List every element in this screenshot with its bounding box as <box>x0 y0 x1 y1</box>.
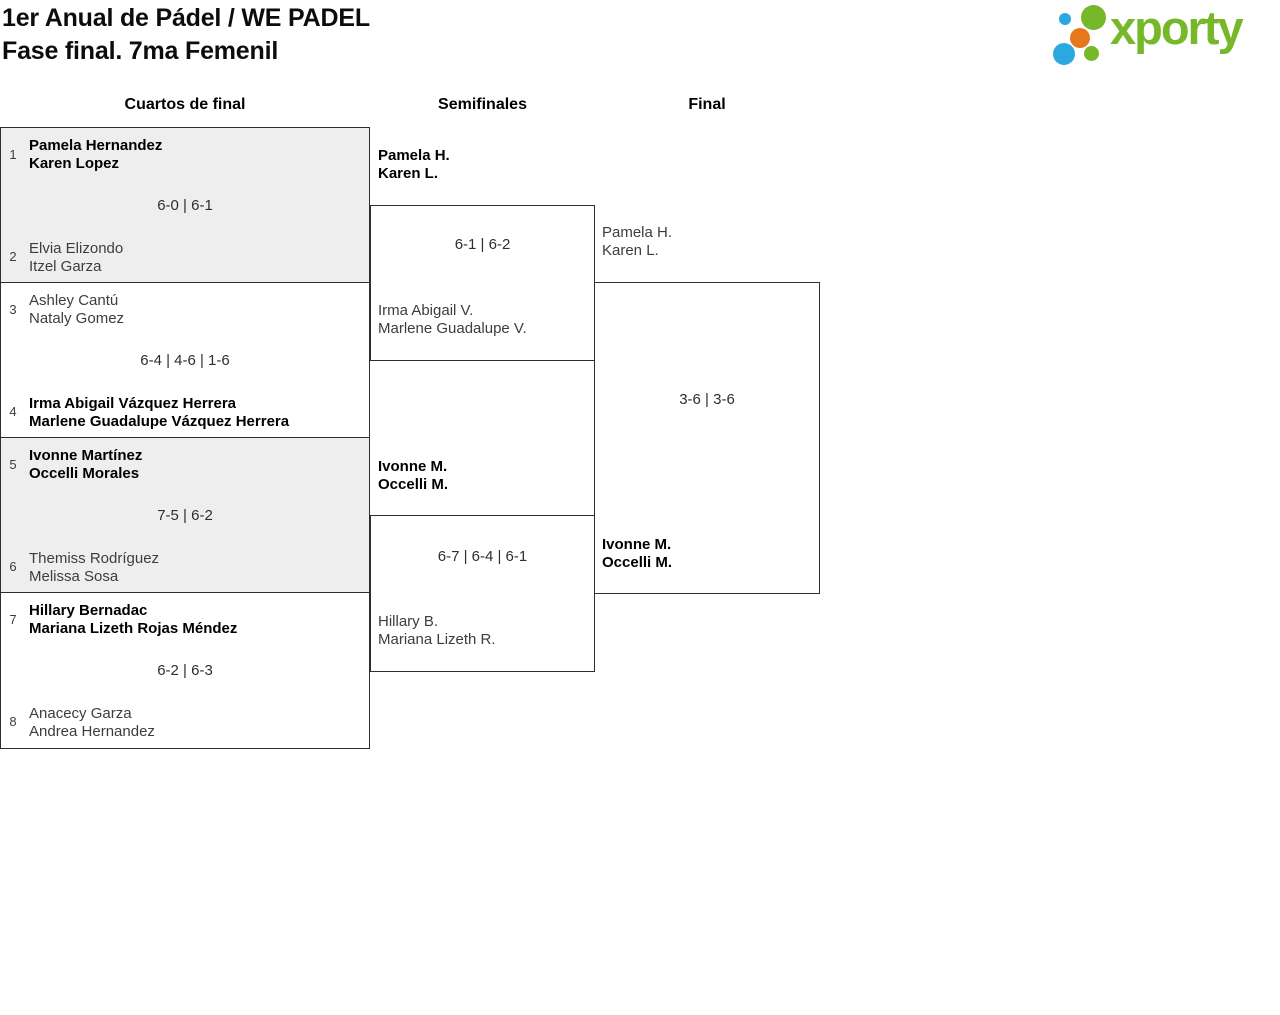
match-score: 3-6 | 3-6 <box>679 391 735 408</box>
player-name: Melissa Sosa <box>29 568 119 585</box>
seed-number: 1 <box>9 147 17 162</box>
player-name: Pamela Hernandez <box>29 137 163 154</box>
match-score: 6-7 | 6-4 | 6-1 <box>437 548 528 565</box>
player-name: Nataly Gomez <box>29 310 125 327</box>
player-name: Karen L. <box>602 242 659 259</box>
match-score: 6-2 | 6-3 <box>157 662 213 679</box>
quarterfinal-match-2: 3 Ashley Cantú Nataly Gomez 6-4 | 4-6 | … <box>0 282 370 438</box>
player-name: Ivonne Martínez <box>29 447 143 464</box>
semifinal-match-1 <box>370 205 595 361</box>
seed-number: 6 <box>9 559 17 574</box>
player-name: Anacecy Garza <box>29 705 132 722</box>
title-line-1: 1er Anual de Pádel / WE PADEL <box>2 4 370 32</box>
round-header-cuartos: Cuartos de final <box>124 96 246 113</box>
qf3-bottom-team: Themiss Rodríguez Melissa Sosa <box>29 550 159 586</box>
player-name: Occelli Morales <box>29 465 140 482</box>
match-score: 7-5 | 6-2 <box>157 507 213 524</box>
seed-number: 3 <box>9 302 17 317</box>
seed-number: 4 <box>9 404 17 419</box>
seed-number: 5 <box>9 457 17 472</box>
player-name: Pamela H. <box>602 224 673 241</box>
round-header-final: Final <box>688 96 726 113</box>
sf2-bottom-team: Hillary B. Mariana Lizeth R. <box>378 613 496 649</box>
quarterfinal-match-3: 5 Ivonne Martínez Occelli Morales 7-5 | … <box>0 437 370 593</box>
player-name: Occelli M. <box>602 554 673 571</box>
round-header-semifinales: Semifinales <box>438 96 527 113</box>
logo-dot-icon <box>1084 46 1099 61</box>
sf2-top-team: Ivonne M. Occelli M. <box>378 458 448 494</box>
final-bottom-team: Ivonne M. Occelli M. <box>602 536 672 572</box>
match-score: 6-1 | 6-2 <box>454 236 511 253</box>
player-name: Hillary B. <box>378 613 439 630</box>
sf1-top-team: Pamela H. Karen L. <box>378 147 450 183</box>
player-name: Themiss Rodríguez <box>29 550 160 567</box>
logo-dot-icon <box>1053 43 1075 65</box>
player-name: Marlene Guadalupe V. <box>378 320 527 337</box>
qf3-top-team: Ivonne Martínez Occelli Morales <box>29 447 142 483</box>
sf1-bottom-team: Irma Abigail V. Marlene Guadalupe V. <box>378 302 527 338</box>
logo-dot-icon <box>1070 28 1090 48</box>
player-name: Ivonne M. <box>602 536 672 553</box>
player-name: Mariana Lizeth Rojas Méndez <box>29 620 238 637</box>
player-name: Ashley Cantú <box>29 292 119 309</box>
qf4-bottom-team: Anacecy Garza Andrea Hernandez <box>29 705 155 741</box>
logo-dot-icon <box>1059 13 1071 25</box>
match-score: 6-4 | 4-6 | 1-6 <box>140 352 230 369</box>
player-name: Marlene Guadalupe Vázquez Herrera <box>29 413 290 430</box>
quarterfinal-match-1: 1 Pamela Hernandez Karen Lopez 6-0 | 6-1… <box>0 127 370 283</box>
qf2-bottom-team: Irma Abigail Vázquez Herrera Marlene Gua… <box>29 395 289 431</box>
seed-number: 2 <box>9 249 17 264</box>
player-name: Hillary Bernadac <box>29 602 148 619</box>
player-name: Karen Lopez <box>29 155 120 172</box>
player-name: Karen L. <box>378 165 439 182</box>
title-line-2: Fase final. 7ma Femenil <box>2 37 279 65</box>
quarterfinal-match-4: 7 Hillary Bernadac Mariana Lizeth Rojas … <box>0 592 370 749</box>
xporty-logo[interactable]: xporty <box>1050 1 1276 66</box>
player-name: Irma Abigail V. <box>378 302 474 319</box>
player-name: Pamela H. <box>378 147 450 164</box>
match-score: 6-0 | 6-1 <box>157 197 213 214</box>
final-top-team: Pamela H. Karen L. <box>602 224 672 260</box>
qf2-top-team: Ashley Cantú Nataly Gomez <box>29 292 124 328</box>
semifinal-match-2 <box>370 515 595 672</box>
page-title: 1er Anual de Pádel / WE PADEL Fase final… <box>2 2 370 68</box>
logo-wordmark: xporty <box>1110 1 1244 54</box>
logo-dot-icon <box>1081 5 1106 30</box>
qf1-bottom-team: Elvia Elizondo Itzel Garza <box>29 240 123 276</box>
player-name: Ivonne M. <box>378 458 448 475</box>
player-name: Irma Abigail Vázquez Herrera <box>29 395 237 412</box>
qf1-top-team: Pamela Hernandez Karen Lopez <box>29 137 162 173</box>
player-name: Elvia Elizondo <box>29 240 124 257</box>
seed-number: 8 <box>9 714 17 729</box>
player-name: Andrea Hernandez <box>29 723 155 740</box>
player-name: Mariana Lizeth R. <box>378 631 496 648</box>
player-name: Itzel Garza <box>29 258 102 275</box>
seed-number: 7 <box>9 612 17 627</box>
final-match <box>594 282 820 594</box>
qf4-top-team: Hillary Bernadac Mariana Lizeth Rojas Mé… <box>29 602 237 638</box>
player-name: Occelli M. <box>378 476 449 493</box>
